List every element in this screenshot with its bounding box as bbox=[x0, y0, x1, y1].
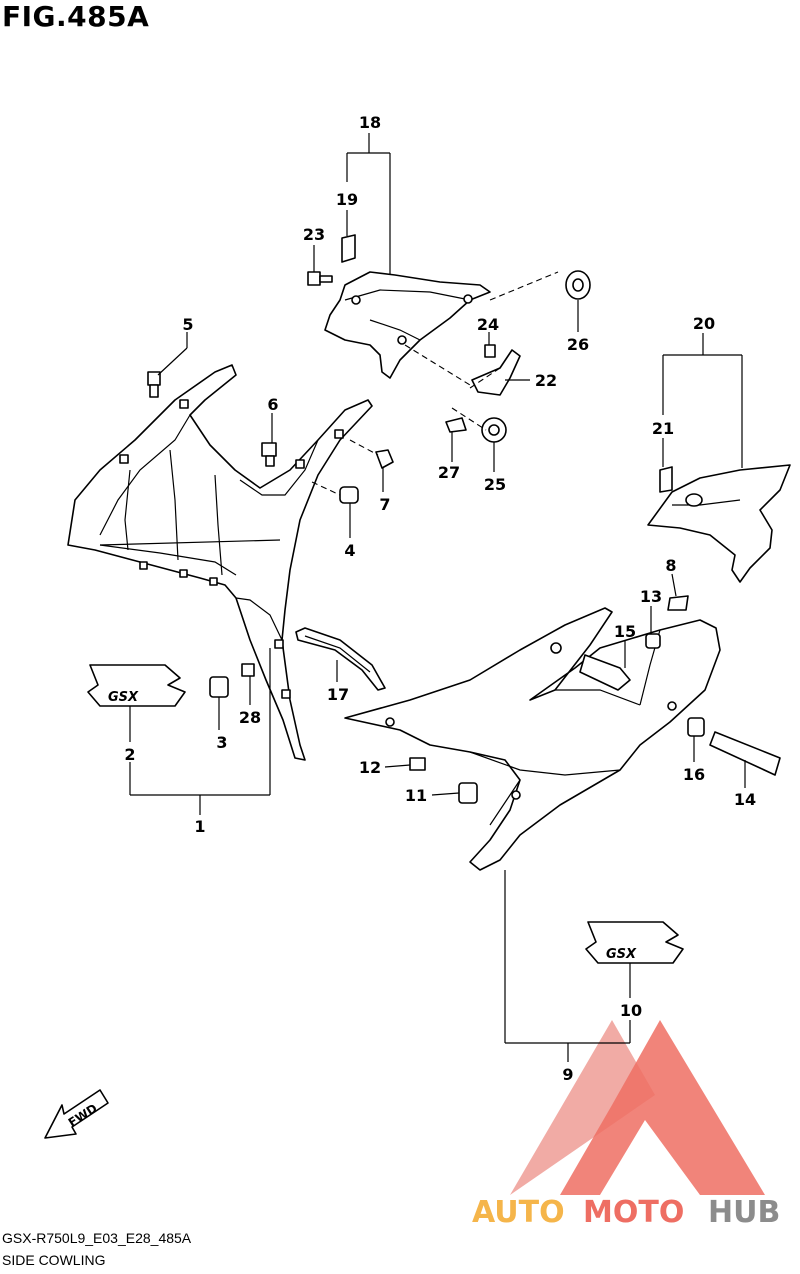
callout-26: 26 bbox=[567, 335, 589, 354]
gsxr-decal-part-10: GSX bbox=[585, 921, 684, 964]
inner-cowl-bracket-part-18 bbox=[324, 271, 491, 379]
callout-23: 23 bbox=[303, 225, 325, 244]
callout-15: 15 bbox=[614, 622, 636, 641]
gsxr-decal-part-2: GSX bbox=[87, 664, 186, 707]
callout-1: 1 bbox=[194, 817, 205, 836]
callout-10: 10 bbox=[620, 1001, 642, 1020]
callout-27: 27 bbox=[438, 463, 460, 482]
callout-22: 22 bbox=[535, 371, 557, 390]
diagram-name: SIDE COWLING bbox=[2, 1252, 106, 1268]
callout-labels: 1 2 3 4 5 6 7 8 9 10 11 12 13 14 15 16 1… bbox=[124, 113, 756, 1084]
hardware-parts bbox=[147, 234, 781, 804]
callout-16: 16 bbox=[683, 765, 705, 784]
decal-text-2: GSX bbox=[108, 690, 139, 705]
callout-18: 18 bbox=[359, 113, 381, 132]
callout-28: 28 bbox=[239, 708, 261, 727]
callout-2: 2 bbox=[124, 745, 135, 764]
callout-6: 6 bbox=[267, 395, 278, 414]
callout-4: 4 bbox=[344, 541, 355, 560]
lower-side-cowl-part-9 bbox=[344, 607, 721, 871]
callout-24: 24 bbox=[477, 315, 499, 334]
callout-11: 11 bbox=[405, 786, 427, 805]
callout-14: 14 bbox=[734, 790, 756, 809]
callout-3: 3 bbox=[216, 733, 227, 752]
callout-9: 9 bbox=[562, 1065, 573, 1084]
watermark-moto: MOTO bbox=[583, 1195, 684, 1230]
decal-text-10: GSX bbox=[606, 947, 637, 962]
callout-13: 13 bbox=[640, 587, 662, 606]
watermark-auto: AUTO bbox=[472, 1195, 565, 1230]
leader-lines bbox=[129, 133, 746, 1062]
diagram-code: GSX-R750L9_E03_E28_485A bbox=[2, 1230, 192, 1246]
assembly-lines bbox=[311, 271, 559, 496]
figure-title: FIG.485A bbox=[2, 0, 150, 33]
upper-cowl-part-1 bbox=[67, 364, 373, 761]
callout-20: 20 bbox=[693, 314, 715, 333]
callout-7: 7 bbox=[379, 495, 390, 514]
callout-8: 8 bbox=[665, 556, 676, 575]
callout-25: 25 bbox=[484, 475, 506, 494]
watermark-logo: AUTO MOTO HUB bbox=[472, 1020, 780, 1230]
callout-21: 21 bbox=[652, 419, 674, 438]
callout-19: 19 bbox=[336, 190, 358, 209]
strip-part-17 bbox=[295, 627, 386, 691]
callout-12: 12 bbox=[359, 758, 381, 777]
watermark-hub: HUB bbox=[708, 1195, 780, 1230]
callout-17: 17 bbox=[327, 685, 349, 704]
forward-arrow-icon: FWD bbox=[44, 1089, 109, 1139]
side-panel-part-20 bbox=[647, 464, 791, 583]
callout-5: 5 bbox=[182, 315, 193, 334]
